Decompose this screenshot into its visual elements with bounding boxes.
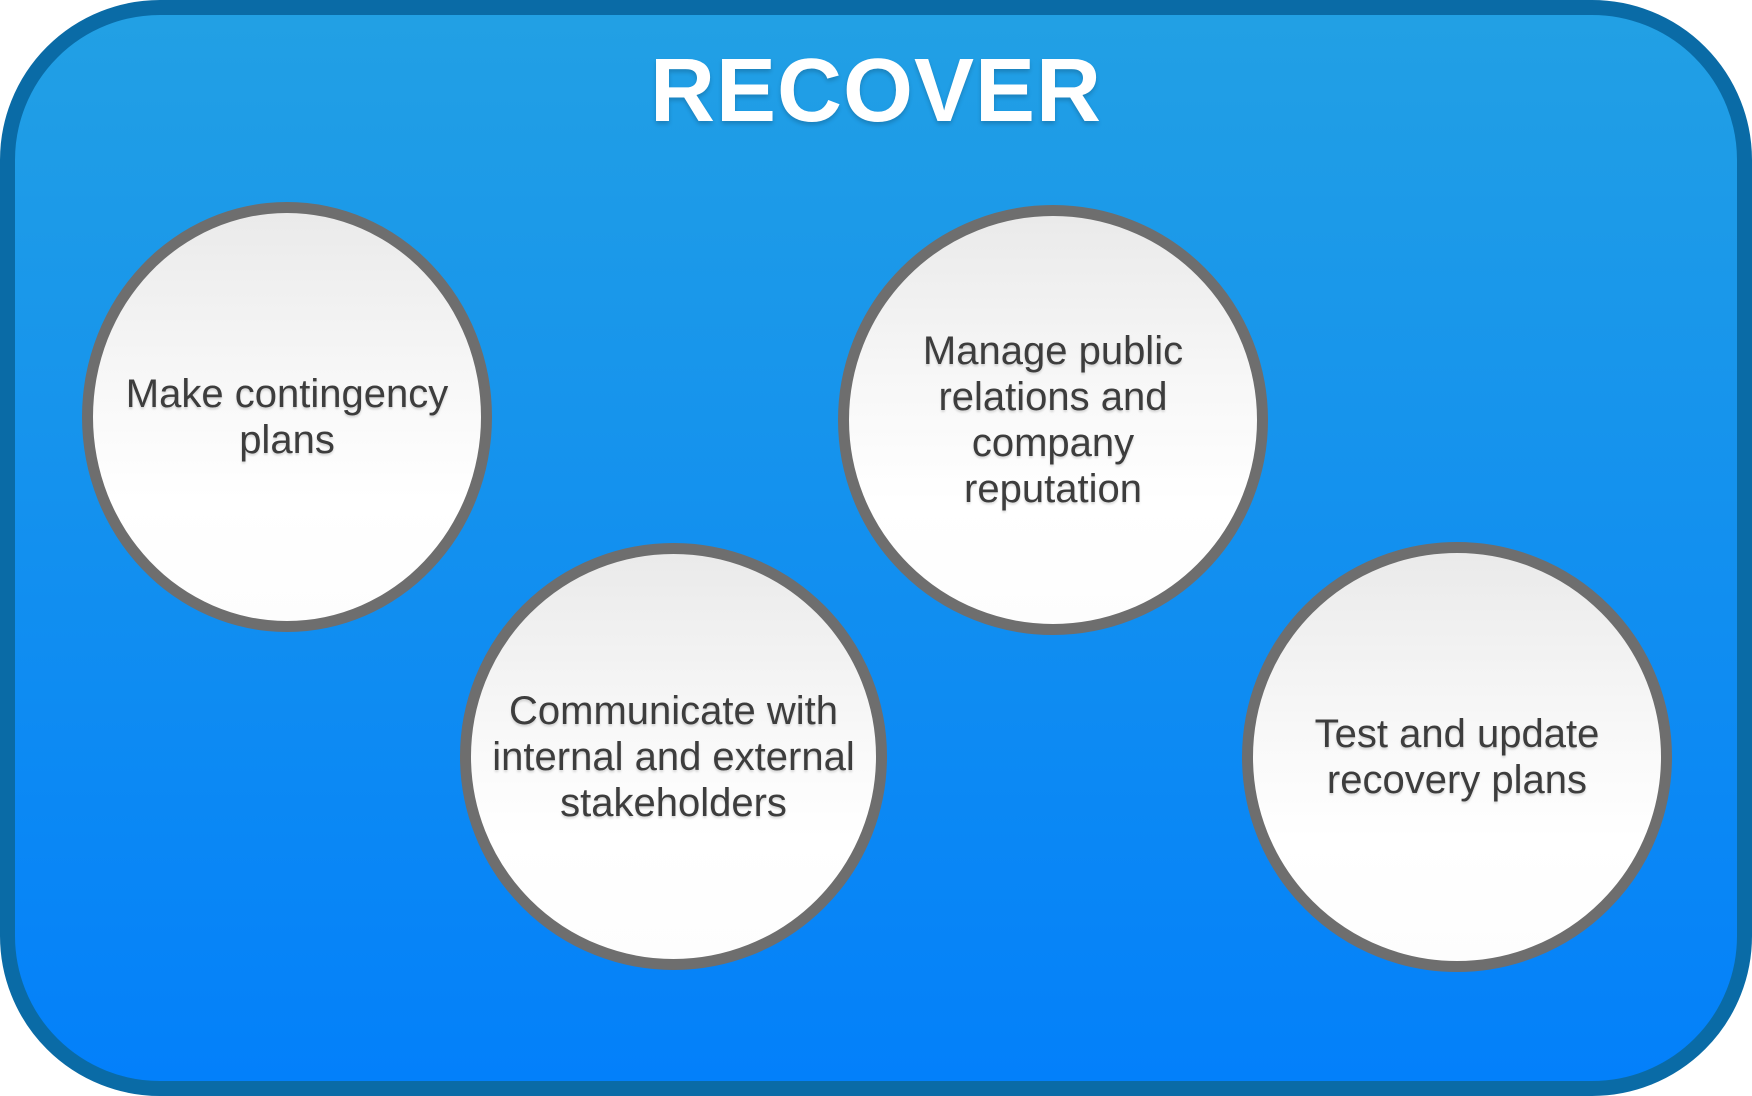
diagram-title: RECOVER bbox=[649, 41, 1103, 141]
circle-label: Make contingency plans bbox=[125, 372, 449, 462]
circle-label: Manage public relations and company repu… bbox=[922, 329, 1184, 511]
circle-label: Test and update recovery plans bbox=[1314, 712, 1600, 802]
circle-manage-public-relations: Manage public relations and company repu… bbox=[838, 205, 1268, 635]
circle-label: Communicate with internal and external s… bbox=[492, 688, 855, 825]
circle-communicate-stakeholders: Communicate with internal and external s… bbox=[460, 543, 887, 970]
circle-test-update-recovery-plans: Test and update recovery plans bbox=[1242, 542, 1672, 972]
circle-make-contingency-plans: Make contingency plans bbox=[82, 202, 492, 632]
